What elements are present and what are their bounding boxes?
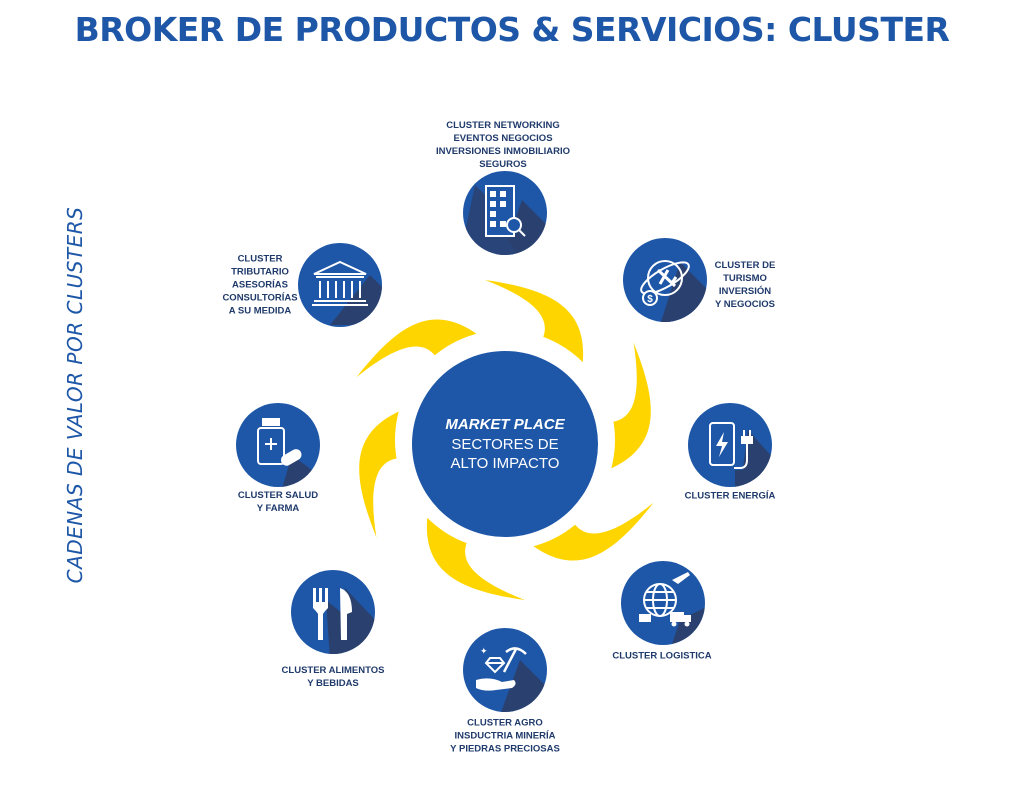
cluster-networking-label: CLUSTER NETWORKING EVENTOS NEGOCIOS INVE… xyxy=(435,120,571,170)
phone-charger-icon xyxy=(709,422,753,469)
cluster-energia-label: CLUSTER ENERGÍA xyxy=(684,490,776,502)
cluster-turismo-node[interactable]: $ xyxy=(623,238,715,325)
market-place-title: MARKET PLACE xyxy=(445,416,565,433)
globe-truck-icon xyxy=(639,572,691,627)
cluster-logistica-label: CLUSTER LOGISTICA xyxy=(612,650,712,662)
cluster-turismo-label: CLUSTER DE TURISMO INVERSIÓN Y NEGOCIOS xyxy=(714,260,776,310)
market-place-subtitle-1: SECTORES DE xyxy=(451,436,559,453)
cluster-agro-label: CLUSTER AGRO INSDUCTRIA MINERÍA Y PIEDRA… xyxy=(450,717,560,755)
cluster-salud-node[interactable] xyxy=(236,403,325,495)
globe-plane-icon: $ xyxy=(640,260,690,306)
market-place-circle xyxy=(412,351,598,537)
cluster-tributario-node[interactable] xyxy=(298,243,385,327)
medicine-bottle-pill-icon xyxy=(257,418,302,466)
hand-diamond-pickaxe-icon: ✦ xyxy=(476,647,527,691)
market-place-label: MARKET PLACE SECTORES DE ALTO IMPACTO xyxy=(445,415,564,473)
cluster-energia-node[interactable] xyxy=(688,403,775,490)
page-title: BROKER DE PRODUCTOS & SERVICIOS: CLUSTER xyxy=(74,10,950,49)
cluster-alimentos-node[interactable] xyxy=(291,570,380,660)
svg-text:✦: ✦ xyxy=(480,647,488,657)
cluster-salud-label: CLUSTER SALUD Y FARMA xyxy=(237,490,319,514)
cluster-logistica-node[interactable] xyxy=(621,561,710,650)
fork-knife-icon xyxy=(313,588,352,640)
cluster-agro-node[interactable]: ✦ xyxy=(463,628,550,715)
yellow-pinwheel xyxy=(356,280,654,600)
government-building-icon xyxy=(312,260,368,306)
cluster-alimentos-label: CLUSTER ALIMENTOS Y BEBIDAS xyxy=(281,665,385,689)
market-place-subtitle-2: ALTO IMPACTO xyxy=(450,455,560,472)
cluster-tributario-label: CLUSTER TRIBUTARIO ASESORÍAS CONSULTORÍA… xyxy=(222,253,298,317)
cluster-networking-node[interactable] xyxy=(460,171,560,260)
building-search-icon xyxy=(485,185,526,237)
svg-text:$: $ xyxy=(647,294,653,305)
